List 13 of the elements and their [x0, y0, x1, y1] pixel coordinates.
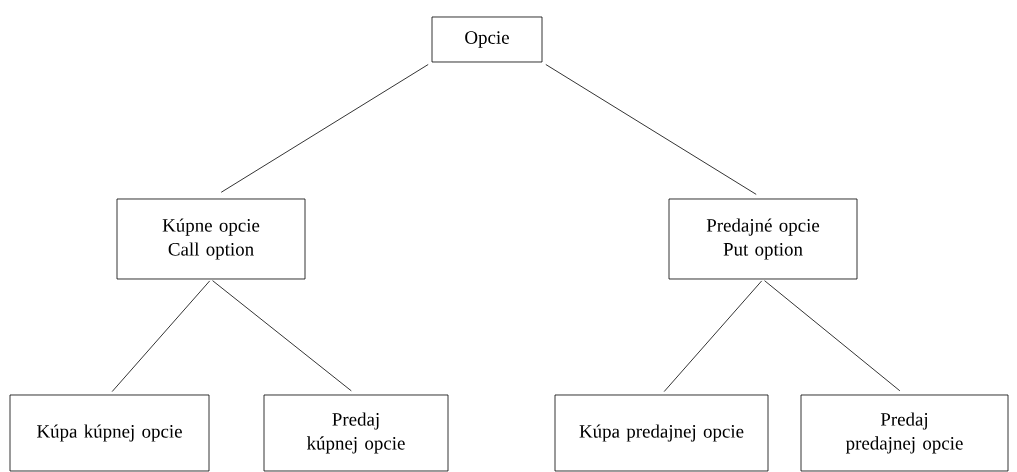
box: Kúpne opcie Call option: [116, 198, 306, 280]
box: Predaj kúpnej opcie: [263, 394, 449, 472]
connector-line: [545, 64, 757, 195]
connector-line: [220, 64, 429, 193]
connector-line: [111, 280, 211, 392]
box: Kúpa predajnej opcie: [554, 394, 769, 472]
box: Predajné opcie Put option: [668, 198, 858, 280]
box: Predaj predajnej opcie: [800, 394, 1009, 472]
connector-line: [764, 280, 901, 392]
connector-line: [663, 280, 763, 392]
connector-line: [212, 280, 352, 392]
box: Kúpa kúpnej opcie: [9, 394, 210, 472]
box: Opcie: [431, 16, 543, 63]
